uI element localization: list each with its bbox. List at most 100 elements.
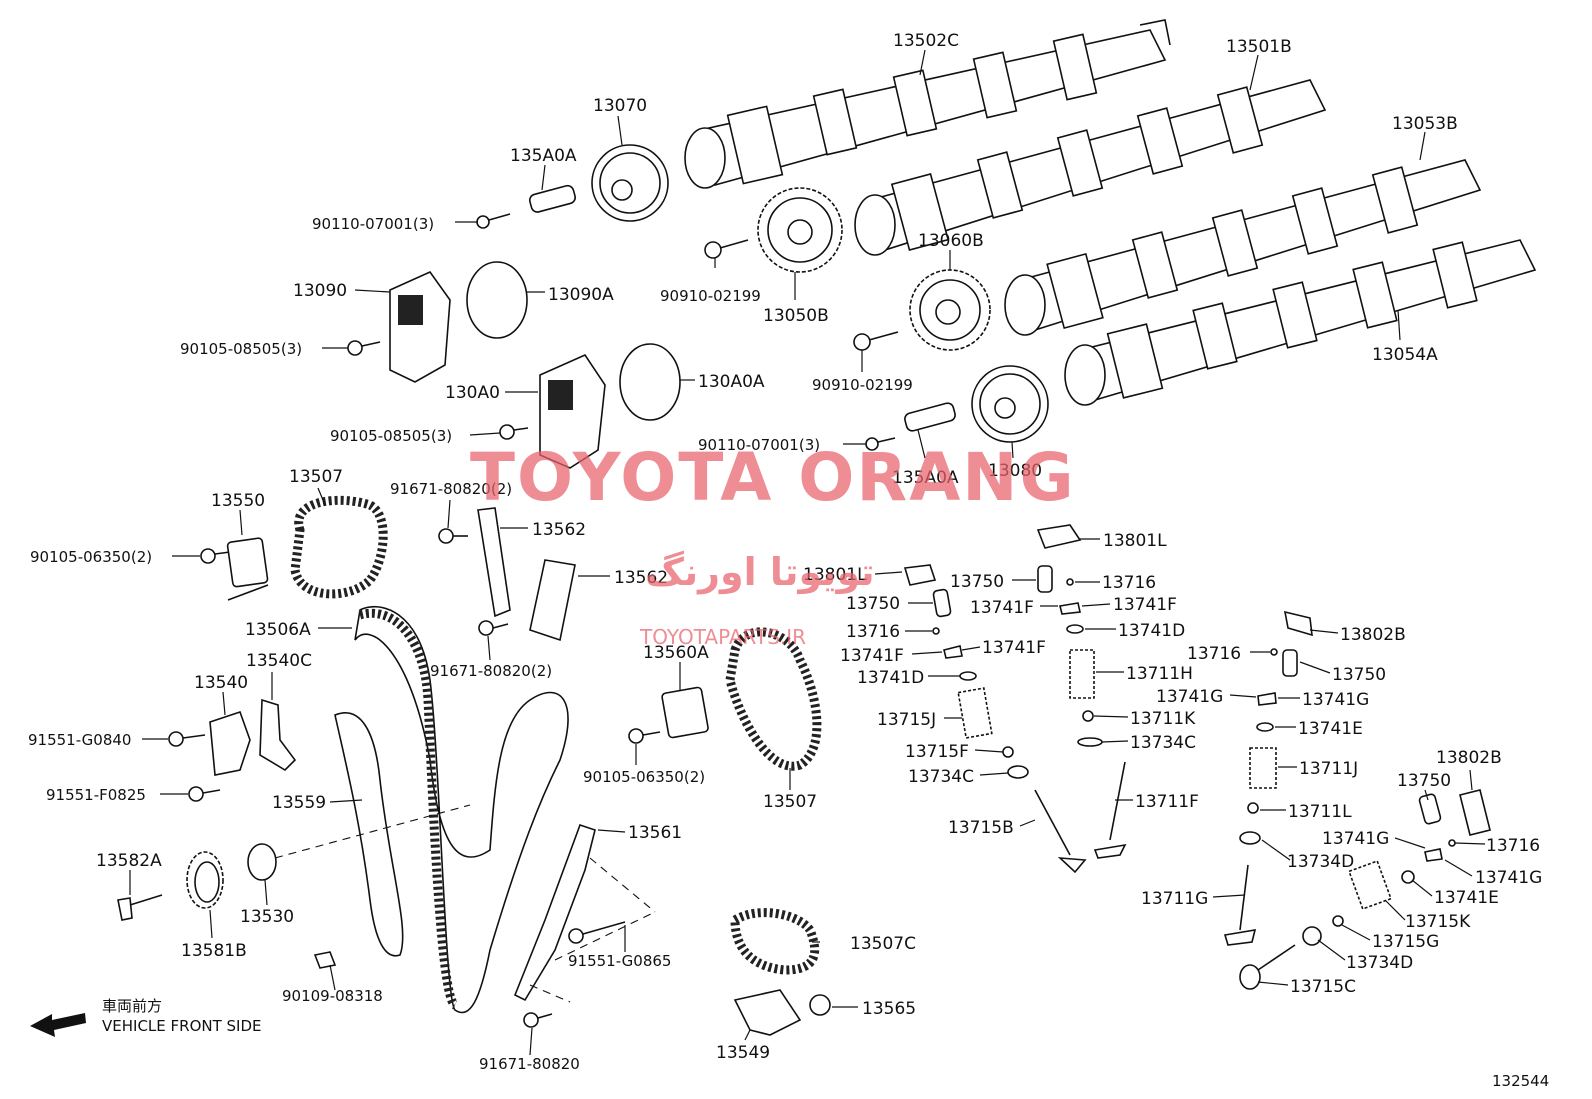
gasket-13090a — [466, 261, 528, 339]
camshaft-13053b — [1004, 159, 1482, 336]
spring-13711h — [1069, 649, 1095, 699]
part-label: 130A0A — [698, 372, 765, 392]
part-label: 90109-08318 — [282, 987, 383, 1005]
part-label: 91551-G0865 — [568, 952, 671, 970]
part-label: 13501B — [1226, 37, 1292, 57]
chain-13506a-main — [354, 606, 569, 1014]
part-label: 13741G — [1302, 690, 1369, 710]
part-label: 13581B — [181, 941, 247, 961]
part-label: 13507C — [850, 934, 916, 954]
part-label: 13507 — [289, 467, 343, 487]
front-arrow-icon — [30, 1013, 86, 1037]
part-label: 13715G — [1372, 932, 1439, 952]
part-label: 91551-F0825 — [46, 786, 146, 804]
part-label: 13750 — [1397, 771, 1451, 791]
part-label: 13734C — [908, 767, 974, 787]
sprocket-13581b — [186, 851, 224, 909]
part-label: 90105-08505(3) — [330, 427, 452, 445]
cam-gear-13050b — [757, 187, 843, 273]
part-label: 13741F — [1113, 595, 1177, 615]
valve-13715c — [1239, 944, 1296, 990]
part-label: 90105-06350(2) — [30, 548, 152, 566]
part-label: 13582A — [96, 851, 162, 871]
callout-labels: 13502C 13501B 13053B 13054A 13070 135A0A… — [28, 31, 1542, 1073]
lash-adjuster-4 — [1418, 793, 1442, 825]
part-label: 13715K — [1405, 912, 1471, 932]
rocker-arm-13801l-a — [1036, 524, 1082, 549]
guide-13562-b — [529, 559, 576, 642]
part-label: 135A0A — [892, 468, 959, 488]
part-label: 13741G — [1322, 829, 1389, 849]
bolt-icons — [168, 213, 899, 1028]
part-label: 13054A — [1372, 345, 1438, 365]
direction-label-cn: 車両前方 — [102, 997, 162, 1015]
part-label: 13050B — [763, 306, 829, 326]
guide-13562-a — [477, 507, 511, 618]
lash-adjuster-3 — [1282, 649, 1298, 677]
part-label: 13711F — [1135, 792, 1199, 812]
part-label: 13715J — [877, 710, 936, 730]
bolt-90109 — [313, 951, 337, 969]
damper-13565 — [809, 994, 831, 1016]
valve-13715b — [1034, 789, 1087, 874]
oil-control-valve-upper — [528, 184, 576, 213]
part-label: 13801L — [803, 565, 867, 585]
part-label: 13559 — [272, 793, 326, 813]
camshaft-13502c — [684, 19, 1171, 189]
part-label: 90910-02199 — [660, 287, 761, 305]
part-label: 13507 — [763, 792, 817, 812]
figure-number: 132544 — [1492, 1072, 1549, 1090]
watermark-site: TOYOTAPARTS.IR — [639, 625, 806, 649]
vvt-cover-13090 — [389, 271, 451, 383]
part-label: 13750 — [1332, 665, 1386, 685]
part-label: 91671-80820 — [479, 1055, 580, 1073]
part-label: 13502C — [893, 31, 959, 51]
gasket-130a0a — [619, 343, 681, 421]
part-label: 13540C — [246, 651, 312, 671]
part-label: 13506A — [245, 620, 311, 640]
valve-13711f — [1093, 761, 1127, 859]
guide-13561 — [513, 823, 596, 1002]
part-label: 13540 — [194, 673, 248, 693]
part-label: 90110-07001(3) — [312, 215, 434, 233]
part-label: 91551-G0840 — [28, 731, 131, 749]
part-label: 13090 — [293, 281, 347, 301]
part-label: 13741G — [1475, 868, 1542, 888]
part-label: 13716 — [846, 622, 900, 642]
part-label: 13070 — [593, 96, 647, 116]
chain-13507-right — [725, 627, 822, 771]
part-label: 13734D — [1346, 953, 1413, 973]
part-label: 90110-07001(3) — [698, 436, 820, 454]
vvt-cover-130a0 — [539, 353, 606, 469]
part-label: 13741F — [970, 598, 1034, 618]
cam-gear-13070 — [591, 144, 669, 222]
part-label: 13716 — [1102, 573, 1156, 593]
leader-lines — [129, 49, 1486, 1056]
part-label: 13715B — [948, 818, 1014, 838]
small-parts — [932, 578, 1456, 946]
vehicle-front-indicator: 車両前方 VEHICLE FRONT SIDE — [30, 997, 262, 1037]
part-label: 13741F — [840, 646, 904, 666]
watermark: TOYOTA ORANG تویوتا اورنگ TOYOTAPARTS.IR — [470, 439, 1074, 649]
part-label: 13801L — [1103, 531, 1167, 551]
lash-adjuster-1 — [1037, 565, 1053, 593]
bracket-13540c — [259, 698, 297, 772]
camshaft-13501b — [854, 79, 1327, 256]
part-label: 91671-80820(2) — [390, 480, 512, 498]
rocker-arm-13802b-a — [1283, 610, 1313, 637]
part-label: 13565 — [862, 999, 916, 1019]
chain-13507-upper — [290, 495, 388, 599]
spring-13711j — [1249, 747, 1277, 789]
timing-chain-bracket-13540 — [209, 710, 251, 776]
part-label: 135A0A — [510, 146, 577, 166]
part-label: 13716 — [1486, 836, 1540, 856]
part-label: 13060B — [918, 231, 984, 251]
part-label: 13090A — [548, 285, 614, 305]
rocker-arm-13801l-b — [903, 564, 937, 586]
oil-control-valve-lower — [904, 402, 956, 432]
part-label: 13711H — [1126, 664, 1193, 684]
part-label: 13560A — [643, 643, 709, 663]
part-label: 13734D — [1287, 852, 1354, 872]
part-label: 13080 — [988, 461, 1042, 481]
part-label: 13711K — [1130, 709, 1196, 729]
